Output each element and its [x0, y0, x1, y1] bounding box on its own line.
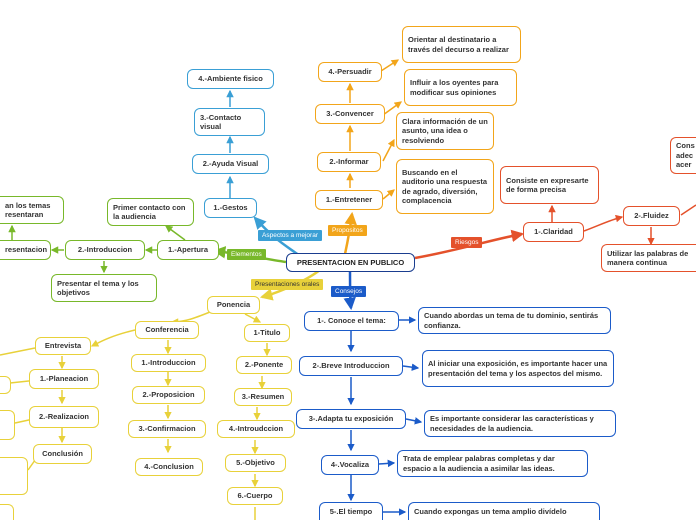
- node-consejo-2[interactable]: 2-.Breve Introduccion: [299, 356, 403, 376]
- node-ayuda-visual[interactable]: 2.-Ayuda Visual: [192, 154, 269, 174]
- node-persuadir-desc: Orientar al destinatario a través del de…: [402, 26, 521, 63]
- node-convencer[interactable]: 3.-Convencer: [315, 104, 385, 124]
- node-ponencia-item-5[interactable]: 5.-Objetivo: [225, 454, 286, 472]
- node-entrevista-edge-2: [0, 410, 15, 440]
- node-consejo-3[interactable]: 3-.Adapta tu exposición: [296, 409, 406, 429]
- node-entrevista[interactable]: Entrevista: [35, 337, 91, 355]
- node-conferencia[interactable]: Conferencia: [135, 321, 199, 339]
- node-elementos-left-top: an los temas resentaran: [0, 196, 64, 224]
- node-entretener[interactable]: 1.-Entretener: [315, 190, 383, 210]
- node-conferencia-item-1[interactable]: 1.-Introduccion: [131, 354, 206, 372]
- root-node[interactable]: PRESENTACION EN PUBLICO: [286, 253, 415, 272]
- node-entrevista-item-1[interactable]: 1.-Planeacion: [29, 369, 99, 389]
- tag-presentaciones[interactable]: Presentaciones orales: [251, 279, 324, 290]
- node-gestos[interactable]: 1.-Gestos: [204, 198, 257, 218]
- node-conferencia-item-4[interactable]: 4.-Conclusion: [135, 458, 203, 476]
- node-consejo-2-desc: Al iniciar una exposición, es importante…: [422, 350, 614, 387]
- node-elementos-left-mid: resentacion: [0, 240, 51, 260]
- node-consejo-1[interactable]: 1-. Conoce el tema:: [304, 311, 399, 331]
- node-informar[interactable]: 2.-Informar: [317, 152, 381, 172]
- node-entrevista-edge-1: [0, 376, 11, 394]
- node-introduccion-desc: Presentar el tema y los objetivos: [51, 274, 157, 302]
- node-ponencia-item-2[interactable]: 2.-Ponente: [236, 356, 292, 374]
- node-informar-desc: Clara información de un asunto, una idea…: [396, 112, 494, 150]
- node-entrevista-edge-4: [0, 504, 14, 520]
- node-consejo-5[interactable]: 5-.El tiempo: [319, 502, 383, 520]
- node-consejo-1-desc: Cuando abordas un tema de tu dominio, se…: [418, 307, 611, 334]
- tag-aspectos[interactable]: Aspectos a mejorar: [258, 230, 322, 241]
- tag-elementos[interactable]: Elementos: [227, 249, 266, 260]
- node-apertura[interactable]: 1.-Apertura: [157, 240, 219, 260]
- node-ponencia-item-3[interactable]: 3.-Resumen: [234, 388, 292, 406]
- node-consejo-4-desc: Trata de emplear palabras completas y da…: [397, 450, 588, 477]
- tag-propositos[interactable]: Propositos: [328, 225, 367, 236]
- node-ponencia-item-1[interactable]: 1-Titulo: [244, 324, 290, 342]
- tag-consejos[interactable]: Consejos: [331, 286, 367, 297]
- node-apertura-desc: Primer contacto con la audiencia: [107, 198, 194, 226]
- node-consejo-3-desc: Es importante considerar las característ…: [424, 410, 616, 437]
- node-fluidez-desc: Utilizar las palabras de manera continua: [601, 244, 696, 272]
- node-ponencia-item-6[interactable]: 6.-Cuerpo: [227, 487, 283, 505]
- node-claridad[interactable]: 1-.Claridad: [523, 222, 584, 242]
- node-claridad-desc: Consiste en expresarte de forma precisa: [500, 166, 599, 204]
- node-fluidez[interactable]: 2-.Fluidez: [623, 206, 680, 226]
- node-entrevista-edge-3: [0, 457, 28, 495]
- node-ponencia[interactable]: Ponencia: [207, 296, 260, 314]
- node-persuadir[interactable]: 4.-Persuadir: [318, 62, 382, 82]
- node-entrevista-item-2[interactable]: 2.-Realizacion: [29, 406, 99, 428]
- node-riesgos-extra: Cons adec acer: [670, 137, 696, 174]
- tag-riesgos[interactable]: Riesgos: [451, 237, 483, 248]
- node-consejo-5-desc: Cuando expongas un tema amplio divídelo: [408, 502, 600, 520]
- node-introduccion[interactable]: 2.-Introduccion: [65, 240, 145, 260]
- node-entrevista-item-3[interactable]: Conclusión: [33, 444, 92, 464]
- node-consejo-4[interactable]: 4-.Vocaliza: [321, 455, 379, 475]
- node-ambiente-fisico[interactable]: 4.-Ambiente fisico: [187, 69, 274, 89]
- node-conferencia-item-3[interactable]: 3.-Confirmacion: [128, 420, 206, 438]
- node-conferencia-item-2[interactable]: 2.-Proposicion: [132, 386, 205, 404]
- node-ponencia-item-4[interactable]: 4.-Introudccion: [217, 420, 295, 438]
- node-convencer-desc: Influir a los oyentes para modificar sus…: [404, 69, 517, 106]
- node-entretener-desc: Buscando en el auditorio una respuesta d…: [396, 159, 494, 214]
- node-contacto-visual[interactable]: 3.-Contacto visual: [194, 108, 265, 136]
